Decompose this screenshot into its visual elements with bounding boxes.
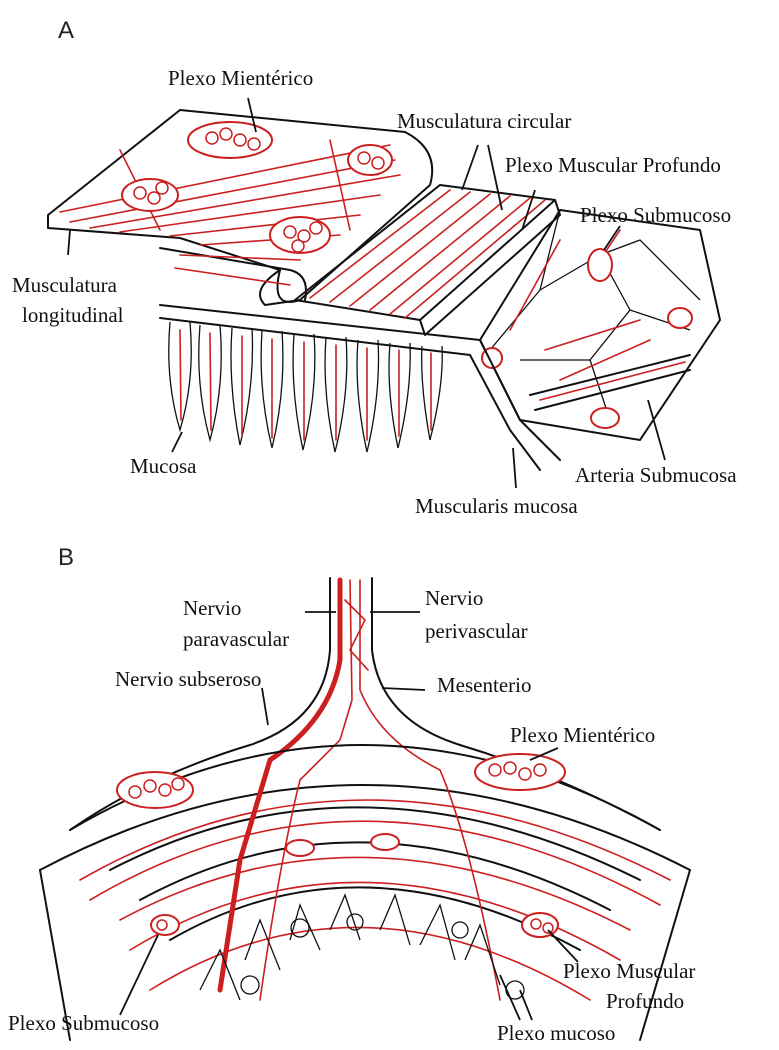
panel-a-letter: A <box>58 17 74 44</box>
label-plexo-muscular-profundo-a: Plexo Muscular Profundo <box>505 153 721 177</box>
submucosa-panel <box>480 210 720 440</box>
label-mesenterio: Mesenterio <box>437 673 531 697</box>
label-mucosa: Mucosa <box>130 454 197 478</box>
label-nervio-paravascular-1: Nervio <box>183 596 241 620</box>
label-plexo-submucoso-b: Plexo Submucoso <box>8 1011 159 1035</box>
panel-a: A <box>12 17 737 518</box>
label-plexo-mienterico-b: Plexo Mientérico <box>510 723 655 747</box>
label-plexo-muscular-profundo-b-2: Profundo <box>606 989 684 1013</box>
ganglia-b <box>117 754 565 937</box>
label-plexo-submucoso-a: Plexo Submucoso <box>580 203 731 227</box>
label-plexo-muscular-profundo-b-1: Plexo Muscular <box>563 959 695 983</box>
panel-b: B <box>8 544 695 1045</box>
panel-b-letter: B <box>58 544 74 571</box>
label-nervio-perivascular-1: Nervio <box>425 586 483 610</box>
label-musculatura-longitudinal-2: longitudinal <box>22 303 124 327</box>
myenteric-ganglia-a <box>122 122 392 253</box>
mucosa-villi <box>160 305 560 470</box>
label-nervio-subseroso: Nervio subseroso <box>115 667 261 691</box>
label-musculatura-circular: Musculatura circular <box>397 109 571 133</box>
mucosa-villi-b <box>200 895 524 1000</box>
label-nervio-paravascular-2: paravascular <box>183 627 289 651</box>
label-plexo-mienterico-a: Plexo Mientérico <box>168 66 313 90</box>
label-arteria-submucosa: Arteria Submucosa <box>575 463 737 487</box>
label-muscularis-mucosa: Muscularis mucosa <box>415 494 578 518</box>
label-nervio-perivascular-2: perivascular <box>425 619 528 643</box>
label-plexo-mucoso: Plexo mucoso <box>497 1021 615 1045</box>
label-musculatura-longitudinal-1: Musculatura <box>12 273 118 297</box>
